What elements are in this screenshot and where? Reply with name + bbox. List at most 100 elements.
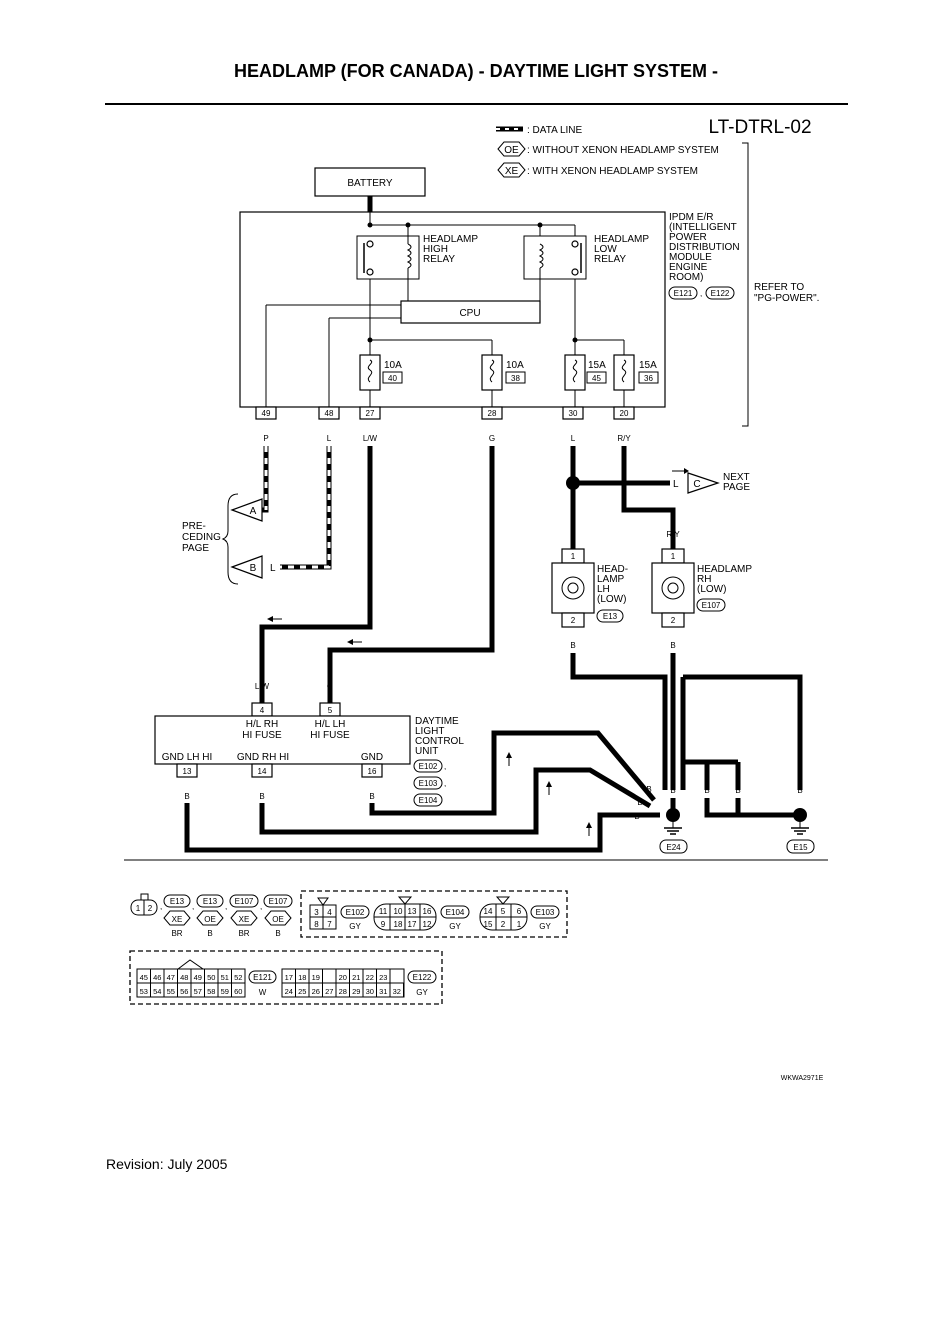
svg-text:B: B (670, 786, 675, 795)
svg-text:LH: LH (597, 584, 610, 595)
svg-text:16: 16 (423, 907, 432, 916)
svg-text:B: B (637, 798, 642, 807)
fuse-40: 10A 40 (359, 354, 403, 391)
pin-number: 48 (180, 973, 188, 982)
svg-text:13: 13 (408, 907, 417, 916)
ipdm-internal-wiring (265, 212, 625, 407)
pin-number: 25 (298, 987, 306, 996)
svg-text:,: , (260, 902, 262, 911)
svg-text:,: , (700, 289, 702, 298)
pin-number: 23 (379, 973, 387, 982)
pin-number: 17 (285, 973, 293, 982)
ipdm-pin-28: 28 G (481, 406, 503, 443)
legend-xe-tag: XE (505, 166, 519, 177)
svg-text:B: B (570, 641, 575, 650)
pin-number: 46 (153, 973, 161, 982)
cpu-label: CPU (459, 308, 480, 319)
svg-text:PAGE: PAGE (723, 482, 750, 493)
svg-text:10: 10 (394, 907, 403, 916)
ipdm-connector-tags: E121 , E122 (668, 286, 735, 300)
svg-text:PAGE: PAGE (182, 543, 209, 554)
svg-text:30: 30 (569, 409, 578, 418)
svg-text:,: , (225, 902, 227, 911)
pin-number: 30 (366, 987, 374, 996)
pin-number: 53 (140, 987, 148, 996)
ipdm-label: IPDM E/R (INTELLIGENT POWER DISTRIBUTION… (669, 212, 740, 283)
svg-text:,: , (160, 902, 162, 911)
low-relay-label: HEADLAMP (594, 234, 649, 245)
wire-dtrl-ground (184, 616, 660, 853)
pin-number: 45 (140, 973, 148, 982)
svg-text:27: 27 (366, 409, 375, 418)
pin-cell (322, 968, 337, 984)
svg-text:DAYTIME: DAYTIME (415, 716, 459, 727)
svg-text:(LOW): (LOW) (697, 584, 726, 595)
svg-text:B: B (184, 792, 189, 801)
preceding-page: A B L PRE- CEDING PAGE (182, 493, 276, 585)
svg-text:G: G (327, 682, 333, 691)
svg-text:3: 3 (314, 908, 319, 917)
figure-id: WKWA2971E (781, 1075, 824, 1082)
svg-text:15A: 15A (588, 360, 606, 371)
svg-text:10A: 10A (506, 360, 524, 371)
svg-text:1: 1 (136, 904, 141, 913)
svg-text:B: B (646, 785, 651, 794)
svg-text:38: 38 (511, 374, 520, 383)
svg-text:4: 4 (327, 908, 332, 917)
connector-group-2: 3 4 8 7 E102 GY 11 10 13 16 9 18 17 12 E… (300, 890, 568, 938)
svg-text:2: 2 (148, 904, 153, 913)
svg-text:7: 7 (327, 920, 332, 929)
svg-text:L/W: L/W (255, 682, 270, 691)
legend-oe-text: : WITHOUT XENON HEADLAMP SYSTEM (527, 145, 719, 156)
svg-text:E107: E107 (235, 897, 254, 906)
refer-line-1: REFER TO (754, 282, 804, 293)
svg-text:45: 45 (592, 374, 601, 383)
svg-text:2: 2 (671, 616, 676, 625)
svg-text:RH: RH (697, 574, 711, 585)
svg-text:E104: E104 (419, 796, 438, 805)
svg-text:PRE-: PRE- (182, 521, 206, 532)
svg-text:E104: E104 (446, 908, 465, 917)
refer-bracket (742, 142, 749, 427)
svg-text:18: 18 (394, 920, 403, 929)
pin-number: 55 (167, 987, 175, 996)
svg-text:,: , (192, 902, 194, 911)
svg-text:GND RH HI: GND RH HI (237, 752, 289, 763)
high-relay-label: HEADLAMP (423, 234, 478, 245)
pin-number: 32 (393, 987, 401, 996)
svg-text:20: 20 (620, 409, 629, 418)
svg-text:HEAD-: HEAD- (597, 564, 628, 575)
svg-text:CONTROL: CONTROL (415, 736, 464, 747)
refer-line-2: "PG-POWER". (754, 293, 819, 304)
pin-number: 59 (221, 987, 229, 996)
svg-text:R/Y: R/Y (666, 530, 680, 539)
pin-number: 52 (234, 973, 242, 982)
svg-text:ROOM): ROOM) (669, 272, 703, 283)
svg-text:E102: E102 (419, 762, 438, 771)
svg-text:DISTRIBUTION: DISTRIBUTION (669, 242, 740, 253)
pin-number: 20 (339, 973, 347, 982)
pin-number: 58 (207, 987, 215, 996)
pin-number: 29 (352, 987, 360, 996)
legend-xe-text: : WITH XENON HEADLAMP SYSTEM (527, 166, 698, 177)
wire-g (327, 446, 495, 703)
pin-number: 21 (352, 973, 360, 982)
svg-text:E107: E107 (702, 601, 721, 610)
svg-text:E107: E107 (269, 897, 288, 906)
svg-text:E121: E121 (253, 973, 272, 982)
ipdm-pin-49: 49 P (255, 406, 277, 443)
wire-l-low (566, 446, 670, 549)
diagram-code: LT-DTRL-02 (708, 117, 811, 138)
pin-number: 26 (312, 987, 320, 996)
headlamp-lh: L 1 2 HEAD- LAMP LH (LOW) E13 B (551, 530, 628, 650)
svg-text:HEADLAMP: HEADLAMP (697, 564, 752, 575)
wire-lw (259, 446, 373, 703)
svg-text:HI FUSE: HI FUSE (242, 730, 282, 741)
svg-text:16: 16 (368, 767, 377, 776)
svg-text:C: C (693, 479, 700, 490)
svg-text:GY: GY (349, 922, 361, 931)
high-relay-label-2: HIGH (423, 244, 448, 255)
svg-text:2: 2 (571, 616, 576, 625)
svg-text:B: B (207, 929, 212, 938)
pin-number: 56 (180, 987, 188, 996)
